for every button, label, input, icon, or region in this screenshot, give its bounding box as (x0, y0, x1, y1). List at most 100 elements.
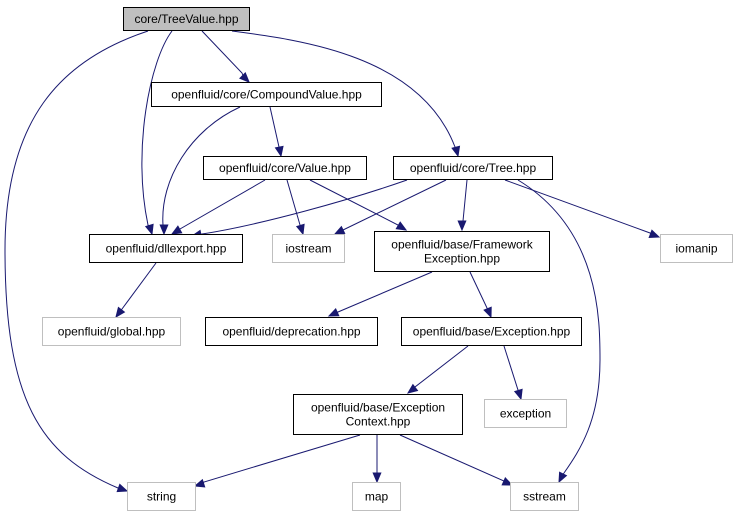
node-label: map (365, 490, 389, 504)
node-box (660, 234, 733, 263)
edge-line (503, 345, 520, 392)
arrowhead (513, 388, 523, 401)
node-label: openfluid/core/Tree.hpp (410, 161, 537, 175)
edge-tree-to-iomanip (504, 179, 661, 239)
node-label: openfluid/base/Exception (311, 401, 445, 415)
node-box (393, 156, 553, 180)
nodes-layer: core/TreeValue.hpp openfluid/core/Compoun… (42, 7, 733, 511)
node-dllexport[interactable]: openfluid/dllexport.hpp (89, 234, 243, 263)
node-box (127, 482, 196, 511)
node-deprecation[interactable]: openfluid/deprecation.hpp (205, 317, 378, 346)
node-box (272, 234, 345, 263)
node-label: openfluid/core/CompoundValue.hpp (171, 88, 362, 102)
arrowhead (327, 308, 340, 317)
node-box (89, 234, 243, 263)
edge-line (399, 434, 506, 483)
node-value[interactable]: openfluid/core/Value.hpp (203, 156, 367, 180)
node-treevalue[interactable]: core/TreeValue.hpp (123, 7, 250, 31)
edge-line (178, 179, 266, 231)
node-label: openfluid/deprecation.hpp (222, 325, 360, 339)
arrowhead (144, 223, 154, 236)
edge-tree-to-sstream (517, 179, 601, 484)
arrowhead (457, 220, 467, 232)
arrowhead (451, 145, 461, 158)
arrowhead (395, 221, 408, 231)
edge-line (504, 179, 652, 235)
edge-line (202, 434, 361, 484)
arrowhead (274, 145, 284, 158)
edge-line (336, 271, 433, 314)
edge-line (199, 179, 408, 235)
edge-exception_hpp-to-exception (503, 345, 523, 401)
edge-value-to-iostream (286, 179, 305, 236)
arrowhead (558, 471, 568, 484)
edge-treevalue-to-compoundvalue (201, 30, 250, 83)
node-box (205, 317, 378, 346)
edge-exceptioncontext-to-sstream (399, 434, 514, 486)
node-box (510, 482, 579, 511)
edge-line (269, 106, 280, 149)
node-label: Context.hpp (346, 415, 411, 429)
node-box (374, 231, 550, 272)
edge-line (413, 345, 469, 389)
node-box (352, 482, 401, 511)
arrowhead (170, 225, 183, 235)
node-map: map (352, 482, 401, 511)
edge-value-to-frameworkexception (309, 179, 408, 231)
arrowhead (159, 224, 169, 236)
node-label: string (147, 490, 176, 504)
edge-line (120, 262, 157, 311)
node-label: openfluid/global.hpp (58, 325, 166, 339)
edge-line (201, 30, 244, 77)
edge-line (231, 30, 457, 149)
edge-frameworkexception-to-exception_hpp (469, 271, 492, 319)
edge-tree-to-frameworkexception (457, 179, 468, 232)
edge-compoundvalue-to-value (269, 106, 284, 158)
arrowhead (295, 223, 305, 236)
node-label: iostream (285, 242, 331, 256)
arrowhead (193, 478, 206, 488)
edge-treevalue-to-string (4, 30, 149, 493)
node-tree[interactable]: openfluid/core/Tree.hpp (393, 156, 553, 180)
node-box (293, 394, 463, 435)
edge-exceptioncontext-to-string (193, 434, 361, 488)
edge-exception_hpp-to-exceptioncontext (406, 345, 469, 394)
edge-value-to-dllexport (170, 179, 266, 235)
edges-layer (4, 30, 661, 493)
edge-treevalue-to-tree (231, 30, 461, 158)
arrowhead (333, 225, 346, 235)
node-iostream: iostream (272, 234, 345, 263)
node-label: openfluid/core/Value.hpp (219, 161, 351, 175)
arrowhead (406, 383, 419, 394)
node-sstream: sstream (510, 482, 579, 511)
node-label: Exception.hpp (424, 252, 500, 266)
arrowhead (239, 72, 250, 83)
node-iomanip: iomanip (660, 234, 733, 263)
arrowhead (483, 306, 492, 319)
edge-dllexport-to-global (115, 262, 157, 319)
node-compoundvalue[interactable]: openfluid/core/CompoundValue.hpp (151, 82, 382, 107)
arrowhead (116, 483, 129, 493)
node-label: iomanip (675, 242, 717, 256)
node-box (42, 317, 181, 346)
node-exception_hpp[interactable]: openfluid/base/Exception.hpp (401, 317, 582, 346)
edge-exceptioncontext-to-map (372, 435, 382, 484)
edge-line (461, 179, 468, 223)
node-string: string (127, 482, 196, 511)
node-exception: exception (484, 399, 567, 428)
edge-line (286, 179, 302, 227)
node-box (484, 399, 567, 428)
edge-frameworkexception-to-deprecation (327, 271, 433, 317)
arrowhead (501, 477, 514, 486)
arrowhead (115, 306, 126, 319)
node-label: openfluid/dllexport.hpp (106, 242, 227, 256)
edge-line (469, 271, 489, 310)
node-label: core/TreeValue.hpp (134, 12, 238, 26)
node-label: openfluid/base/Exception.hpp (413, 325, 571, 339)
node-box (401, 317, 582, 346)
edge-line (517, 179, 601, 476)
node-box (151, 82, 382, 107)
